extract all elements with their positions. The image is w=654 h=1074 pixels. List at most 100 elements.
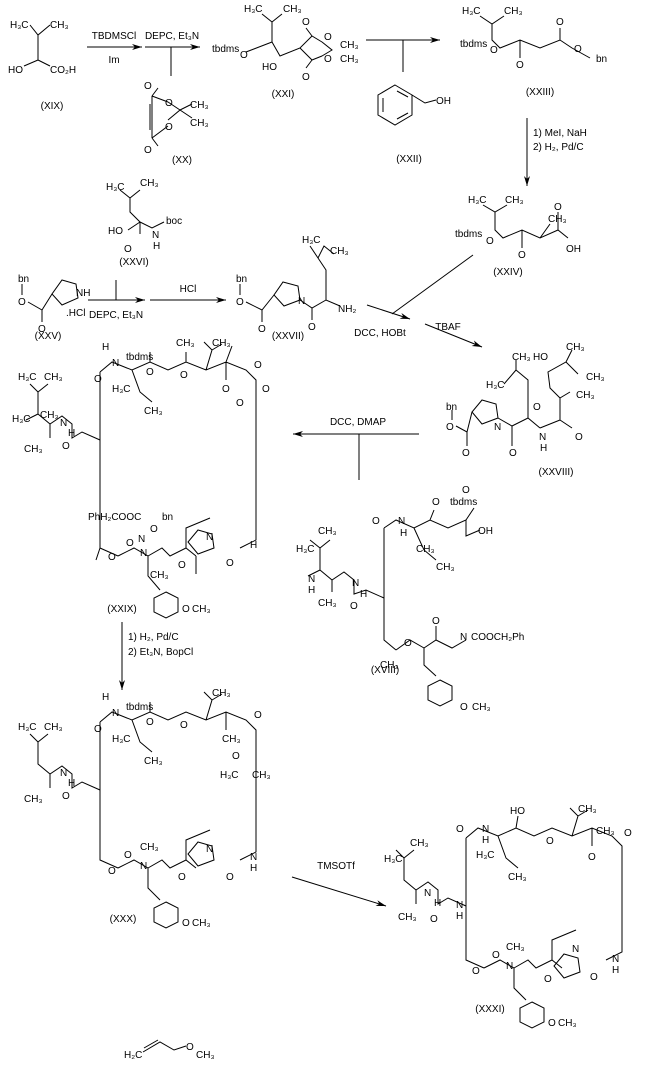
atom-label: O xyxy=(546,836,554,847)
reagent-label: DCC, DMAP xyxy=(330,417,386,428)
atom-label: N xyxy=(398,516,405,527)
atom-label: OH xyxy=(478,526,493,537)
atom-label: CH₃ xyxy=(596,826,615,837)
atom-label: H₃C xyxy=(12,414,31,425)
atom-label: O xyxy=(262,384,270,395)
atom-label: H₃C xyxy=(112,734,131,745)
atom-label: O xyxy=(404,638,412,649)
atom-label: O xyxy=(226,872,234,883)
atom-label: H xyxy=(482,835,489,846)
atom-label: O xyxy=(492,950,500,961)
atom-label: O xyxy=(544,974,552,985)
atom-label: N xyxy=(112,358,119,369)
atom-label: tbdms xyxy=(460,39,487,50)
atom-label: PhH₂COOC xyxy=(88,512,141,523)
atom-label: CH₃ xyxy=(222,734,241,745)
bond-skeleton xyxy=(23,24,51,67)
atom-label: O xyxy=(556,17,564,28)
bond-skeleton xyxy=(153,591,179,619)
atom-label: CH₃ xyxy=(144,406,163,417)
compound-xxii: OH (XXII) xyxy=(377,84,451,165)
atom-label: O xyxy=(258,324,266,335)
atom-label: CH₃ xyxy=(196,1050,215,1061)
atom-label: H xyxy=(360,589,367,600)
compound-label: (XXVII) xyxy=(272,331,304,342)
atom-label: O xyxy=(182,604,190,615)
atom-label: H₂C xyxy=(124,1050,142,1061)
atom-label: N xyxy=(112,708,119,719)
compound-xix: H₃C CH₃ HO CO₂H (XIX) xyxy=(8,20,76,112)
atom-label: H₃C xyxy=(112,384,131,395)
atom-label: O xyxy=(124,850,132,861)
atom-label: N xyxy=(539,432,546,443)
atom-label: O xyxy=(456,824,464,835)
compound-xxvi: H₃C CH₃ HO N H boc O (XXVI) xyxy=(106,178,182,268)
atom-label: O xyxy=(446,422,454,433)
atom-label: H₃C xyxy=(18,372,37,383)
bond-skeleton xyxy=(471,399,499,425)
bond-skeleton xyxy=(119,189,165,234)
atom-label: H₃C xyxy=(486,380,505,391)
atom-label: H xyxy=(68,428,75,439)
atom-label: CH₃ xyxy=(190,118,209,129)
bond-skeleton xyxy=(382,90,437,120)
atom-label: H xyxy=(68,778,75,789)
atom-label: CH₃ xyxy=(340,54,359,65)
atom-label: CH₃ xyxy=(340,40,359,51)
atom-label: OH xyxy=(566,244,581,255)
compound-xx: O O CH₃ CH₃ O O (XX) xyxy=(144,81,209,166)
bond-skeleton xyxy=(51,279,79,306)
atom-label: N xyxy=(352,578,359,589)
atom-label: CH₃ xyxy=(192,604,211,615)
atom-label: N xyxy=(60,418,67,429)
reagent-label: 1) MeI, NaH xyxy=(533,128,587,139)
compound-label: (XXVI) xyxy=(119,257,148,268)
atom-label: H₃C xyxy=(18,722,37,733)
reagent-label: DEPC, Et₃N xyxy=(145,31,199,42)
atom-label: O xyxy=(124,244,132,255)
bond-skeleton xyxy=(239,245,341,322)
atom-label: O xyxy=(146,367,154,378)
atom-label: O xyxy=(236,297,244,308)
compound-label: (XXII) xyxy=(396,154,422,165)
compound-label: (XXIV) xyxy=(493,267,522,278)
atom-label: tbdms xyxy=(126,702,153,713)
atom-label: H xyxy=(540,443,547,454)
atom-label: O xyxy=(432,616,440,627)
atom-label: O xyxy=(588,852,596,863)
bond-skeleton xyxy=(427,679,453,707)
bond-skeleton xyxy=(273,281,301,307)
bond-skeleton xyxy=(149,87,193,147)
atom-label: H₃C xyxy=(476,850,495,861)
atom-label: O xyxy=(430,914,438,925)
atom-label: O xyxy=(460,702,468,713)
atom-label: CH₃ xyxy=(506,942,525,953)
atom-label: H xyxy=(153,241,160,252)
atom-label: CH₃ xyxy=(283,4,302,15)
atom-label: O xyxy=(108,866,116,877)
atom-label: CO₂H xyxy=(50,65,76,76)
atom-label: H xyxy=(612,965,619,976)
arrows xyxy=(87,37,530,907)
atom-label: O xyxy=(462,485,470,496)
bond-skeleton xyxy=(451,349,579,446)
atom-label: CH₃ xyxy=(330,246,349,257)
atom-label: O xyxy=(94,374,102,385)
atom-label: O xyxy=(624,828,632,839)
atom-label: CH₃ xyxy=(140,842,159,853)
bond-skeleton xyxy=(519,1001,545,1029)
atom-label: O xyxy=(302,17,310,28)
atom-label: O xyxy=(165,122,173,133)
atom-label: CH₃ xyxy=(44,372,63,383)
compound-label: (XX) xyxy=(172,155,192,166)
atom-label: O xyxy=(126,538,134,549)
bond-skeleton xyxy=(553,953,581,979)
atom-label: O xyxy=(472,966,480,977)
atom-label: tbdms xyxy=(126,352,153,363)
atom-label: CH₃ xyxy=(40,410,59,421)
atom-label: O xyxy=(226,558,234,569)
atom-label: N xyxy=(572,944,579,955)
atom-label: O xyxy=(516,60,524,71)
atom-label: CH₃ xyxy=(548,214,567,225)
reagent-label: 2) H₂, Pd/C xyxy=(533,142,584,153)
